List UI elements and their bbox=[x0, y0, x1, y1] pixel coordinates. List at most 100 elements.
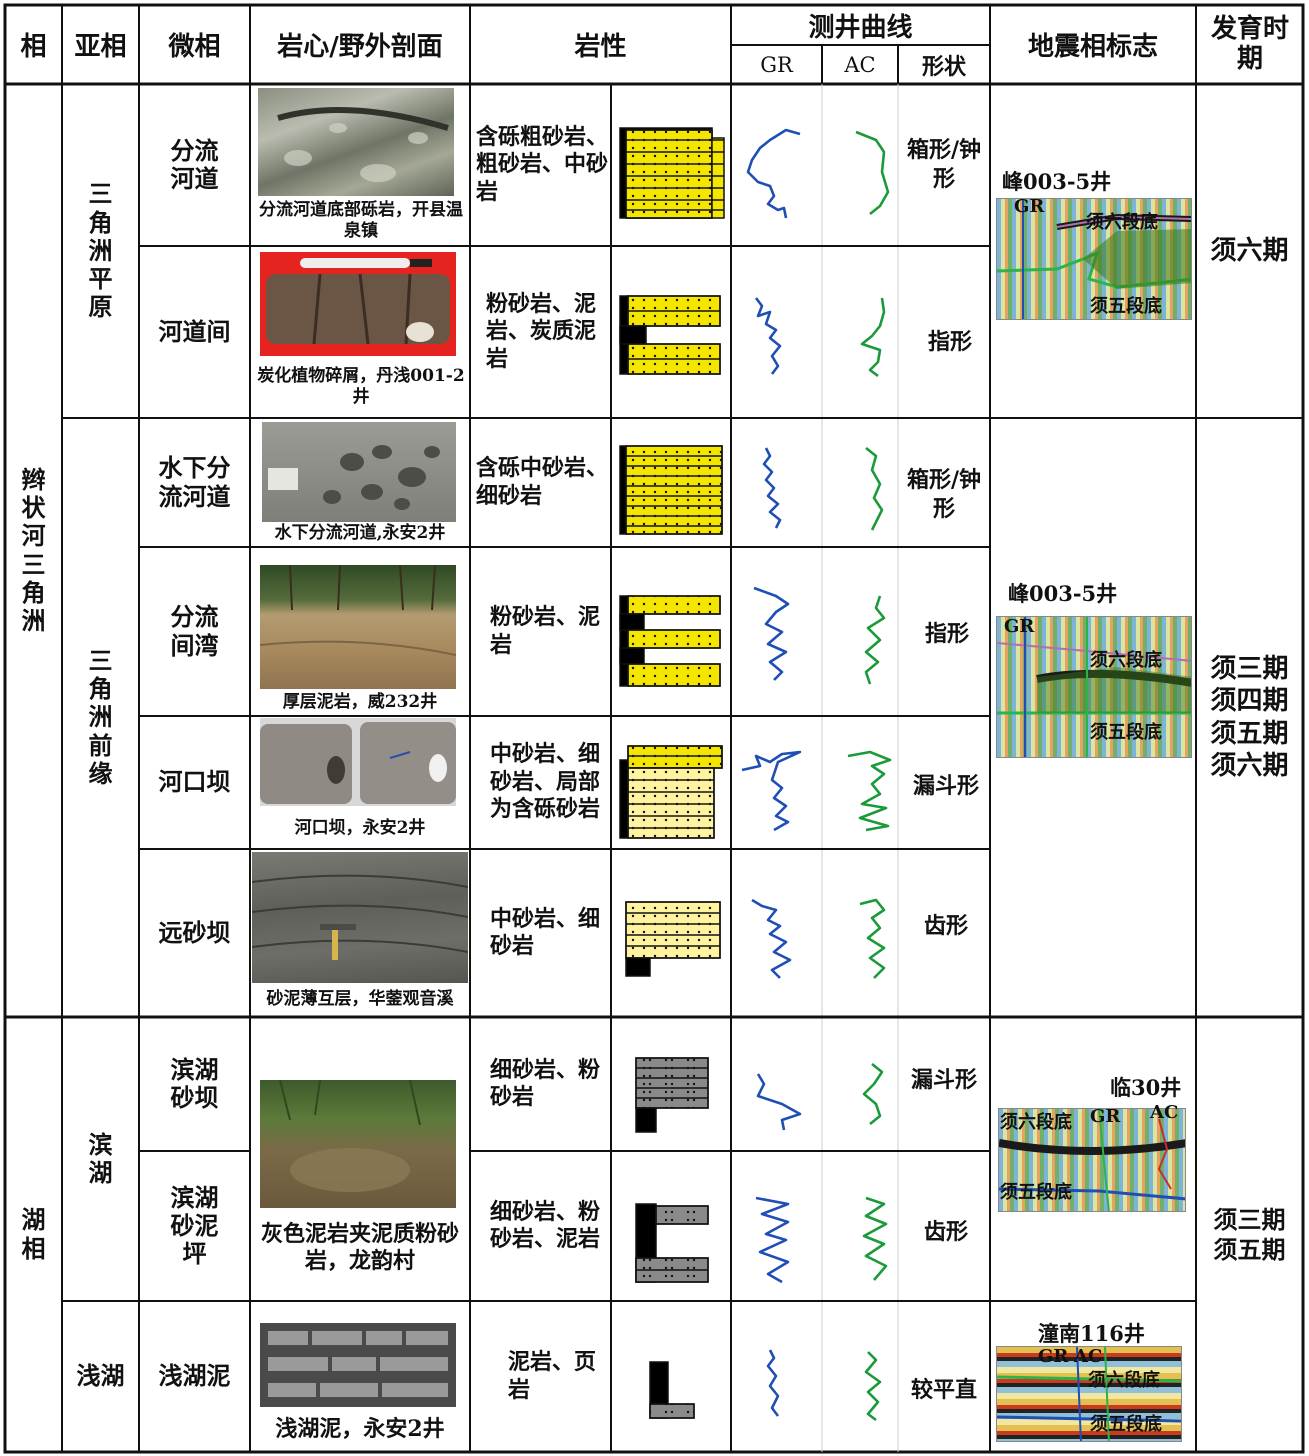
seismic-well-name: 潼南116井 bbox=[1038, 1321, 1145, 1346]
micro-label: 远砂坝 bbox=[158, 917, 231, 947]
gr-curve-row-6 bbox=[751, 898, 792, 979]
shape-label: 齿形 bbox=[923, 1218, 968, 1245]
core-photo-1 bbox=[258, 88, 454, 196]
gr-curve-row-9 bbox=[766, 1349, 780, 1417]
lith-text: 中砂岩、细砂岩、局部为含砾砂岩 bbox=[490, 741, 601, 823]
seismic-panel-3 bbox=[998, 1108, 1186, 1212]
seismic-bottom-label: 须五段底 bbox=[1090, 722, 1162, 743]
header-shape: 形状 bbox=[921, 53, 966, 80]
micro-interdistributary-bay: 分流间湾 bbox=[139, 547, 250, 716]
ac-curve-row-1 bbox=[855, 130, 890, 216]
core-photo-2 bbox=[260, 252, 456, 356]
gr-curve-row-3 bbox=[762, 447, 782, 529]
header-ac: AC bbox=[844, 52, 876, 77]
seismic-top-label: 须六段底 bbox=[1090, 650, 1162, 671]
micro-shore-sandbar: 滨湖砂坝 bbox=[139, 1017, 250, 1151]
core-caption: 分流河道底部砾岩，开县温泉镇 bbox=[259, 200, 463, 241]
micro-shore-flat: 滨湖砂泥坪 bbox=[139, 1151, 250, 1301]
seismic-well-name: 峰003-5井 bbox=[1008, 581, 1118, 606]
shape-label: 齿形 bbox=[923, 912, 968, 939]
gr-curve-row-4 bbox=[753, 586, 790, 681]
seismic-ac-label: AC bbox=[1074, 1346, 1103, 1367]
header-lithology: 岩性 bbox=[574, 32, 627, 62]
core-photo-3 bbox=[262, 422, 456, 522]
ac-curve-row-8 bbox=[862, 1196, 888, 1281]
lith-text: 粉砂岩、泥岩、炭质泥岩 bbox=[486, 290, 597, 372]
shape-label: 箱形/钟形 bbox=[906, 467, 982, 522]
subfacies-shallow-lake: 浅湖 bbox=[62, 1301, 139, 1452]
seismic-bottom-label: 须五段底 bbox=[1090, 1414, 1162, 1435]
subfacies-delta-front: 三角洲前缘 bbox=[62, 418, 139, 1017]
micro-label: 河口坝 bbox=[158, 767, 231, 797]
facies-label: 辫状河三角洲 bbox=[21, 464, 46, 636]
subfacies-label: 三角洲平原 bbox=[88, 179, 113, 322]
header-core: 岩心/野外剖面 bbox=[277, 32, 443, 62]
micro-label: 滨湖砂泥坪 bbox=[170, 1182, 219, 1269]
micro-label: 水下分流河道 bbox=[158, 453, 231, 511]
core-photo-7 bbox=[260, 1080, 456, 1208]
micro-label: 浅湖泥 bbox=[158, 1361, 231, 1391]
facies-label: 湖相 bbox=[21, 1205, 46, 1263]
header-seismic: 地震相标志 bbox=[1027, 32, 1158, 62]
seismic-ac-label: AC bbox=[1150, 1102, 1179, 1123]
micro-interchannel: 河道间 bbox=[139, 246, 250, 418]
period-text: 须三期须四期须五期须六期 bbox=[1210, 653, 1289, 782]
seismic-well-name: 临30井 bbox=[1110, 1075, 1182, 1100]
shape-label: 箱形/钟形 bbox=[906, 137, 982, 192]
subfacies-label: 浅湖 bbox=[76, 1361, 125, 1391]
gr-curve-row-8 bbox=[755, 1196, 790, 1284]
header-microfacies: 微相 bbox=[168, 32, 221, 62]
lith-text: 含砾粗砂岩、粗砂岩、中砂岩 bbox=[476, 123, 609, 205]
core-photo-6 bbox=[252, 852, 468, 983]
core-photo-5 bbox=[260, 718, 456, 806]
micro-distal-bar: 远砂坝 bbox=[139, 849, 250, 1017]
ac-curve-row-3 bbox=[865, 446, 884, 531]
seismic-panel-4 bbox=[996, 1346, 1182, 1442]
lith-text: 细砂岩、粉砂岩 bbox=[490, 1056, 601, 1111]
micro-label: 分流河道 bbox=[170, 135, 219, 193]
core-caption: 砂泥薄互层，华蓥观音溪 bbox=[266, 988, 454, 1009]
seismic-panel-1 bbox=[996, 198, 1192, 320]
core-photo-4 bbox=[260, 565, 456, 689]
lith-text: 泥岩、页岩 bbox=[508, 1349, 597, 1403]
period-3: 须三期须五期 bbox=[1196, 1017, 1303, 1452]
seismic-panel-2 bbox=[996, 616, 1192, 758]
lith-text: 细砂岩、粉砂岩、泥岩 bbox=[490, 1198, 601, 1253]
core-caption: 水下分流河道,永安2井 bbox=[274, 523, 446, 544]
header-facies: 相 bbox=[20, 32, 47, 62]
micro-label: 河道间 bbox=[158, 316, 231, 346]
seismic-gr-label: GR bbox=[1090, 1106, 1121, 1127]
seismic-top-label: 须六段底 bbox=[1086, 212, 1158, 233]
seismic-bottom-label: 须五段底 bbox=[1090, 296, 1162, 317]
seismic-gr-label: GR bbox=[1004, 616, 1035, 637]
ac-curve-row-5 bbox=[847, 750, 892, 832]
micro-shallow-mud: 浅湖泥 bbox=[139, 1301, 250, 1452]
core-caption: 河口坝，永安2井 bbox=[294, 817, 426, 838]
ac-curve-row-7 bbox=[862, 1062, 884, 1126]
micro-label: 滨湖砂坝 bbox=[170, 1054, 219, 1112]
seismic-top-label: 须六段底 bbox=[1000, 1112, 1072, 1133]
ac-curve-row-4 bbox=[864, 595, 886, 685]
micro-mouth-bar: 河口坝 bbox=[139, 716, 250, 849]
core-caption: 浅湖泥，永安2井 bbox=[275, 1415, 445, 1442]
shape-label: 较平直 bbox=[910, 1376, 977, 1403]
shape-label: 指形 bbox=[927, 328, 972, 355]
gr-curve-row-2 bbox=[754, 297, 782, 375]
header-well-curve: 测井曲线 bbox=[808, 12, 913, 43]
header-gr: GR bbox=[760, 52, 793, 77]
shape-label: 漏斗形 bbox=[910, 1066, 977, 1093]
subfacies-shore-lake: 滨湖 bbox=[62, 1017, 139, 1301]
lith-text: 中砂岩、细砂岩 bbox=[490, 905, 601, 960]
seismic-top-label: 须六段底 bbox=[1088, 1370, 1160, 1391]
core-photo-9 bbox=[260, 1323, 456, 1407]
header-period: 发育时期 bbox=[1210, 13, 1289, 74]
shape-label: 漏斗形 bbox=[912, 772, 979, 799]
facies-lake: 湖相 bbox=[5, 1017, 62, 1452]
ac-curve-row-2 bbox=[860, 297, 886, 378]
gr-curve-row-5 bbox=[741, 750, 802, 832]
header-subfacies: 亚相 bbox=[74, 32, 127, 62]
subfacies-label: 三角洲前缘 bbox=[88, 645, 113, 788]
